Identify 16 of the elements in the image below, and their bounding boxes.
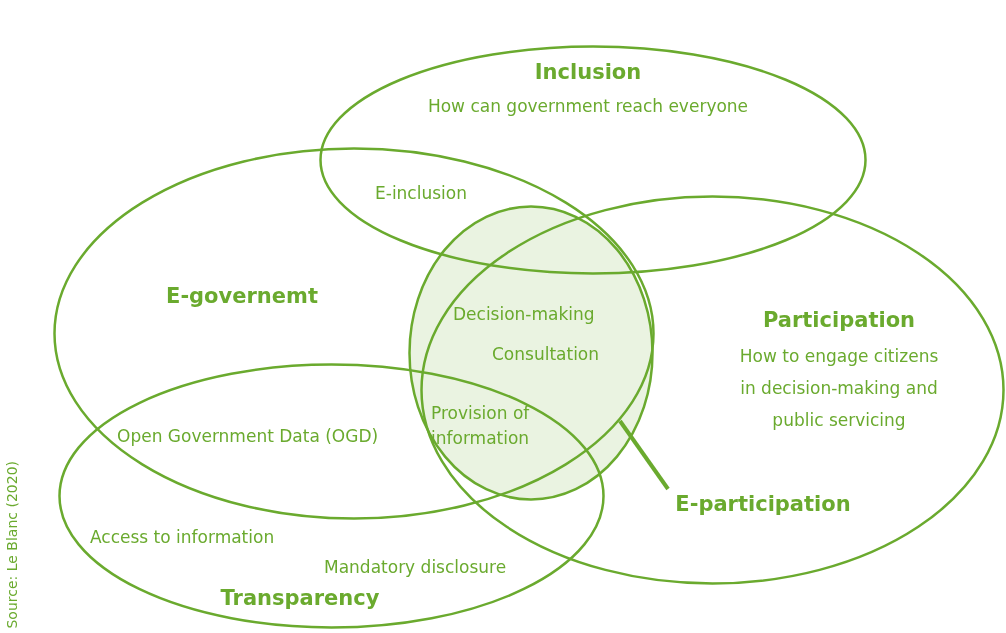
set-description: How to engage citizens in decision-making and public servicing — [738, 345, 940, 432]
region-label: E-inclusion — [375, 182, 467, 205]
region-label: Access to information — [90, 526, 275, 549]
region-label: Open Government Data (OGD) — [117, 425, 379, 448]
set-heading: Transparency — [219, 585, 381, 612]
leader-line — [618, 419, 670, 491]
region-label: Decision-making — [453, 303, 595, 326]
region-label: Mandatory disclosure — [324, 556, 507, 579]
set-heading: E-governemt — [165, 283, 319, 310]
region-label: Provision of information — [431, 402, 531, 450]
set-heading: E-participation — [674, 491, 852, 518]
set-description: How can government reach everyone — [426, 95, 750, 118]
region-label: Consultation — [492, 343, 600, 366]
set-heading: Participation — [761, 307, 917, 334]
source-caption: Source: Le Blanc (2020) — [4, 461, 20, 629]
set-heading: Inclusion — [533, 59, 643, 86]
